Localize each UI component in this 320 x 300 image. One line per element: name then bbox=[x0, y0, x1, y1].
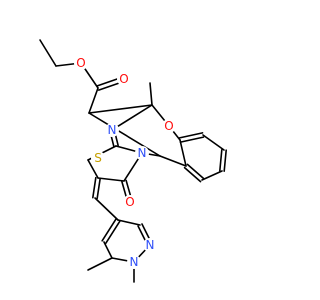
double-bond bbox=[96, 177, 101, 200]
single-bond bbox=[202, 134, 225, 151]
single-bond bbox=[88, 112, 161, 157]
double-bond bbox=[105, 220, 121, 244]
single-bond bbox=[97, 177, 125, 182]
atom-label-background bbox=[143, 238, 157, 252]
atom-o-ring-ether: O bbox=[162, 119, 176, 133]
atom-symbol: N bbox=[130, 255, 139, 269]
atom-n-amide: N bbox=[135, 146, 149, 160]
atom-symbol: O bbox=[125, 195, 134, 209]
atom-label-background bbox=[135, 146, 149, 160]
atom-label-background bbox=[105, 123, 119, 137]
atom-o-ester-ether: O bbox=[74, 56, 88, 70]
single-bond bbox=[103, 241, 113, 259]
atom-label-background bbox=[123, 195, 137, 209]
atom-symbol: O bbox=[119, 72, 128, 86]
double-bond bbox=[219, 148, 223, 172]
single-bond bbox=[149, 82, 153, 106]
single-bond bbox=[94, 197, 119, 221]
single-bond bbox=[201, 170, 223, 181]
double-bond bbox=[178, 132, 204, 139]
atom-symbol: N bbox=[146, 238, 155, 252]
atom-n-pyrazole-1: N bbox=[127, 255, 141, 269]
atom-label-background bbox=[127, 255, 141, 269]
atom-label-background bbox=[117, 72, 131, 86]
atom-symbol: N bbox=[108, 123, 117, 137]
atom-n-imine: N bbox=[105, 123, 119, 137]
atom-symbol: O bbox=[164, 119, 173, 133]
single-bond bbox=[117, 219, 141, 226]
atom-symbol: N bbox=[138, 146, 147, 160]
single-bond bbox=[111, 104, 153, 131]
double-bond bbox=[183, 166, 202, 183]
atom-symbol: S bbox=[94, 151, 102, 165]
single-bond bbox=[87, 159, 99, 179]
double-bond bbox=[101, 218, 117, 242]
single-bond bbox=[39, 39, 57, 67]
double-bond bbox=[179, 136, 205, 143]
atom-n-pyrazole-2: N bbox=[143, 238, 157, 252]
double-bond bbox=[223, 149, 227, 173]
single-bond bbox=[87, 257, 113, 271]
atom-o-ester-carbonyl: O bbox=[117, 72, 131, 86]
single-bond bbox=[179, 139, 187, 167]
atom-label-background bbox=[74, 56, 88, 70]
double-bond bbox=[92, 176, 97, 199]
atom-label-background bbox=[91, 151, 105, 165]
bond-layer bbox=[39, 39, 227, 283]
single-bond bbox=[88, 104, 153, 114]
atom-s-thiazole: S bbox=[91, 151, 105, 165]
single-bond bbox=[159, 155, 187, 167]
single-bond bbox=[88, 87, 99, 114]
atom-symbol: O bbox=[76, 56, 85, 70]
atom-label-background bbox=[162, 119, 176, 133]
double-bond bbox=[186, 163, 205, 180]
atom-o-lactam: O bbox=[123, 195, 137, 209]
